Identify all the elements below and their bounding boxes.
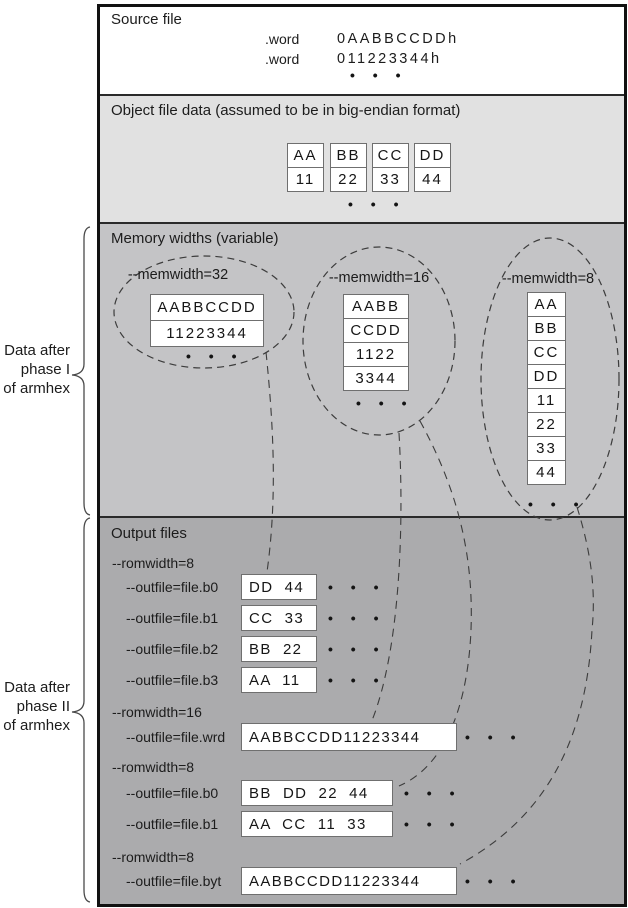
ellipsis-dots: • • • — [328, 672, 386, 688]
asm-row: .word 0AABBCCDDh — [265, 31, 459, 47]
outfile-label: --outfile=file.byt — [126, 873, 222, 889]
phase1-annotation: Data after phase I of armhex — [0, 341, 70, 398]
memory-cell: 44 — [527, 460, 566, 485]
ellipsis-dots: • • • — [348, 196, 406, 212]
output-files-title: Output files — [111, 525, 187, 542]
outfile-label: --outfile=file.b1 — [126, 816, 219, 832]
ellipsis-dots: • • • — [404, 785, 462, 801]
asm-row: .word 011223344h — [265, 51, 442, 67]
memory-cell: CCDD — [343, 318, 409, 343]
source-file-section — [100, 7, 624, 94]
outfile-label: --outfile=file.b1 — [126, 610, 219, 626]
output-data-box: CC 33 — [241, 605, 317, 631]
byte-cell: DD — [414, 143, 451, 168]
ellipsis-dots: • • • — [328, 610, 386, 626]
outfile-label: --outfile=file.b0 — [126, 785, 219, 801]
outfile-label: --outfile=file.wrd — [126, 729, 226, 745]
phase2-line: Data after — [4, 679, 70, 696]
word-directive: .word — [265, 31, 300, 47]
output-row: --outfile=file.b3 AA 11 • • • — [126, 667, 385, 693]
outfile-label: --outfile=file.b2 — [126, 641, 219, 657]
ellipsis-dots: • • • — [465, 729, 523, 745]
romwidth-label: --romwidth=8 — [112, 555, 195, 571]
phase2-line: phase II — [16, 698, 70, 715]
source-file-title: Source file — [111, 11, 182, 28]
byte-cell: BB — [330, 143, 367, 168]
output-data-box: DD 44 — [241, 574, 317, 600]
byte-cell: 44 — [414, 167, 451, 192]
memory-cell: 11 — [527, 388, 566, 413]
memwidth-32-label: --memwidth=32 — [127, 267, 229, 283]
memory-cell: 11223344 — [150, 320, 264, 347]
phase1-brace — [71, 226, 91, 516]
memory-cell: 22 — [527, 412, 566, 437]
output-row: --outfile=file.b1 CC 33 • • • — [126, 605, 385, 631]
object-byte-column: BB 22 — [330, 143, 367, 192]
phase2-brace — [71, 517, 91, 903]
outfile-label: --outfile=file.b3 — [126, 672, 219, 688]
ellipsis-dots: • • • — [186, 348, 244, 364]
memory-cell: CC — [527, 340, 566, 365]
word-value: 011223344h — [337, 51, 442, 67]
byte-cell: 11 — [287, 167, 324, 192]
memory-cell: AABB — [343, 294, 409, 319]
object-file-title: Object file data (assumed to be in big-e… — [111, 102, 461, 119]
memwidth-8-stack: AA BB CC DD 11 22 33 44 — [527, 292, 566, 485]
output-data-box: AABBCCDD11223344 — [241, 723, 457, 751]
ellipsis-dots: • • • — [404, 816, 462, 832]
romwidth-label: --romwidth=8 — [112, 849, 195, 865]
memwidth-32-stack: AABBCCDD 11223344 — [150, 294, 264, 347]
ellipsis-dots: • • • — [465, 873, 523, 889]
phase1-line: of armhex — [3, 380, 70, 397]
object-byte-column: AA 11 — [287, 143, 324, 192]
ellipsis-dots: • • • — [328, 579, 386, 595]
output-row: --outfile=file.b2 BB 22 • • • — [126, 636, 385, 662]
byte-cell: 22 — [330, 167, 367, 192]
byte-cell: AA — [287, 143, 324, 168]
phase2-line: of armhex — [3, 717, 70, 734]
output-row: --outfile=file.b1 AA CC 11 33 • • • — [126, 811, 461, 837]
byte-cell: CC — [372, 143, 409, 168]
object-byte-column: DD 44 — [414, 143, 451, 192]
byte-cell: 33 — [372, 167, 409, 192]
memwidth-8-label: --memwidth=8 — [501, 271, 595, 287]
output-data-box: AABBCCDD11223344 — [241, 867, 457, 895]
phase1-line: phase I — [20, 361, 70, 378]
memory-cell: AA — [527, 292, 566, 317]
memory-widths-title: Memory widths (variable) — [111, 230, 279, 247]
memory-cell: DD — [527, 364, 566, 389]
memory-cell: 33 — [527, 436, 566, 461]
memory-cell: 3344 — [343, 366, 409, 391]
memory-cell: 1122 — [343, 342, 409, 367]
outfile-label: --outfile=file.b0 — [126, 579, 219, 595]
romwidth-label: --romwidth=16 — [112, 704, 202, 720]
output-row: --outfile=file.b0 BB DD 22 44 • • • — [126, 780, 461, 806]
word-directive: .word — [265, 51, 300, 67]
memwidth-16-label: --memwidth=16 — [328, 270, 430, 286]
memory-cell: BB — [527, 316, 566, 341]
output-data-box: AA CC 11 33 — [241, 811, 393, 837]
output-data-box: BB 22 — [241, 636, 317, 662]
ellipsis-dots: • • • — [528, 496, 586, 512]
object-byte-column: CC 33 — [372, 143, 409, 192]
memory-cell: AABBCCDD — [150, 294, 264, 321]
phase1-line: Data after — [4, 342, 70, 359]
phase2-annotation: Data after phase II of armhex — [0, 678, 70, 735]
ellipsis-dots: • • • — [328, 641, 386, 657]
output-data-box: BB DD 22 44 — [241, 780, 393, 806]
output-row: --outfile=file.wrd AABBCCDD11223344 • • … — [126, 723, 522, 751]
output-row: --outfile=file.byt AABBCCDD11223344 • • … — [126, 867, 522, 895]
romwidth-label: --romwidth=8 — [112, 759, 195, 775]
output-data-box: AA 11 — [241, 667, 317, 693]
ellipsis-dots: • • • — [356, 395, 414, 411]
word-value: 0AABBCCDDh — [337, 31, 459, 47]
memwidth-16-stack: AABB CCDD 1122 3344 — [343, 294, 409, 391]
ellipsis-dots: • • • — [350, 67, 408, 83]
output-row: --outfile=file.b0 DD 44 • • • — [126, 574, 385, 600]
